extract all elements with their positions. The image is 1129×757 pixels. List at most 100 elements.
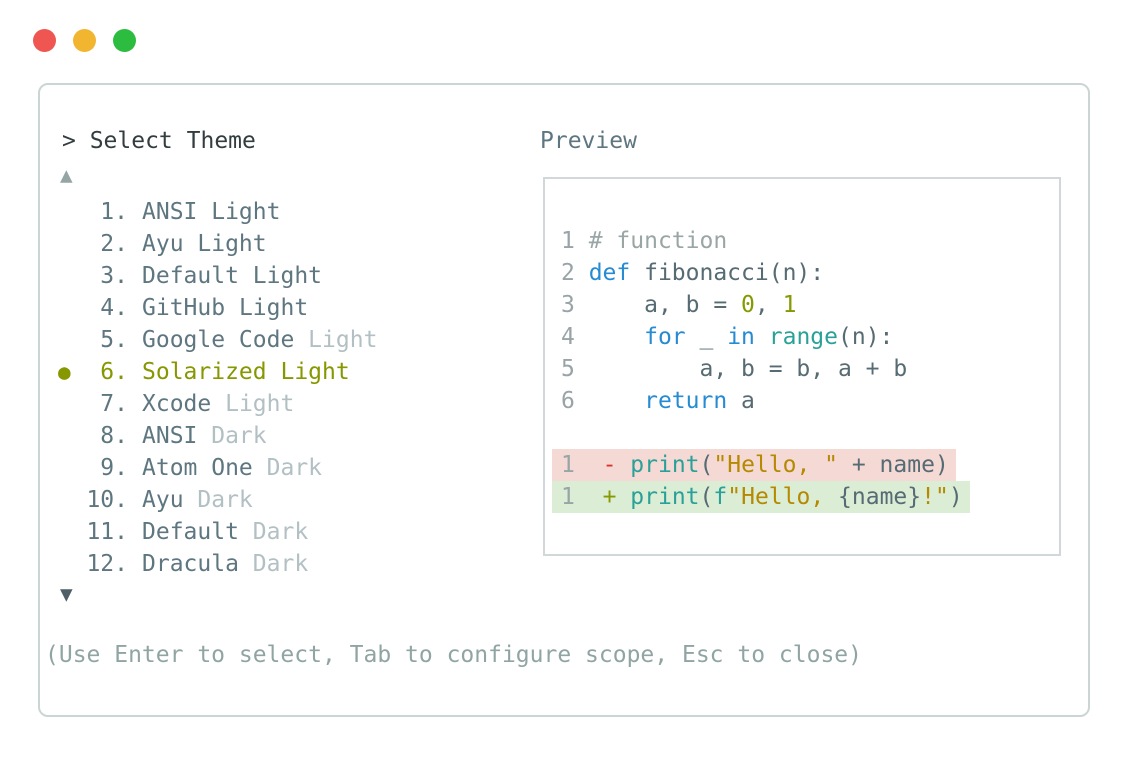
code-token-default (616, 452, 630, 478)
code-token-number: 1 (782, 292, 797, 318)
code-token-default (589, 388, 644, 414)
diff-line-removed: 1 - print("Hello, " + name) (552, 449, 956, 481)
code-token-default: (n): (838, 324, 894, 350)
code-token-diff_removed: - (602, 452, 617, 478)
theme-item-variant: Dark (183, 487, 253, 513)
theme-item-ayu-light[interactable]: 2. Ayu Light (58, 228, 528, 260)
scroll-up-indicator[interactable]: ▲ (60, 163, 73, 187)
theme-item-solarized-light[interactable]: ●6.Solarized Light (58, 356, 528, 388)
line-number: 3 (561, 292, 575, 318)
theme-item-ansi-light[interactable]: 1. ANSI Light (58, 196, 528, 228)
code-line: 6 return a (561, 385, 970, 417)
code-line: 2 def fibonacci(n): (561, 257, 970, 289)
code-token-function: f (713, 484, 728, 510)
line-number: 5 (561, 356, 575, 382)
theme-item-default-light[interactable]: 3. Default Light (58, 260, 528, 292)
picker-prompt: > Select Theme (62, 128, 256, 154)
zoom-button[interactable] (113, 29, 136, 52)
theme-item-variant: Light (238, 263, 323, 289)
code-line: 1 # function (561, 225, 970, 257)
selected-bullet-icon (58, 388, 84, 420)
code-token-default: ( (699, 484, 714, 510)
theme-item-label: ANSI Light (142, 199, 281, 225)
code-token-keyword: for (644, 324, 686, 350)
code-token-keyword: return (644, 388, 728, 414)
theme-item-ayu-dark[interactable]: 10.Ayu Dark (58, 484, 528, 516)
theme-item-variant: Light (197, 199, 281, 225)
footer-hint: (Use Enter to select, Tab to configure s… (45, 642, 862, 668)
theme-list: 1. ANSI Light 2. Ayu Light 3. Default Light 4.… (58, 196, 528, 580)
code-token-function: print (630, 484, 700, 510)
theme-item-label: Xcode Light (142, 391, 295, 417)
theme-item-variant: Dark (197, 423, 267, 449)
theme-item-label: Solarized Light (142, 359, 350, 385)
theme-item-github-light[interactable]: 4. GitHub Light (58, 292, 528, 324)
selected-bullet-icon (58, 228, 84, 260)
code-token-default: + name) (838, 452, 949, 478)
code-token-default: , (754, 292, 783, 318)
code-token-comment: # function (588, 228, 728, 254)
selected-bullet-icon (58, 516, 84, 548)
theme-item-google-code-light[interactable]: 5. Google Code Light (58, 324, 528, 356)
theme-item-number: 12. (86, 551, 128, 577)
theme-item-label: Ayu Light (142, 231, 267, 257)
theme-item-variant: Light (183, 231, 267, 257)
code-token-number: 0 (741, 292, 755, 318)
theme-item-label: Google Code Light (142, 327, 378, 353)
theme-item-variant: Light (266, 359, 350, 385)
theme-item-number: 1. (100, 199, 128, 225)
selected-bullet-icon (58, 324, 84, 356)
theme-item-default-dark[interactable]: 11. Default Dark (58, 516, 528, 548)
selected-bullet-icon (58, 420, 84, 452)
theme-item-dracula-dark[interactable]: 12.Dracula Dark (58, 548, 528, 580)
line-number: 1 (561, 484, 575, 510)
code-token-default (616, 484, 630, 510)
line-number: 1 (561, 228, 575, 254)
minimize-button[interactable] (73, 29, 96, 52)
code-token-function: range (768, 324, 838, 350)
code-token-default: {name} (838, 484, 922, 510)
code-token-string: !" (921, 484, 949, 510)
code-token-default: _ (685, 324, 728, 350)
code-token-default: a (727, 388, 755, 414)
selected-bullet-icon (58, 292, 84, 324)
code-token-default (589, 452, 603, 478)
theme-item-number: 7. (100, 391, 128, 417)
code-token-keyword: def (588, 260, 631, 286)
selected-bullet-icon (58, 548, 84, 580)
close-button[interactable] (33, 29, 56, 52)
theme-item-number: 11. (86, 519, 128, 545)
code-token-string: "Hello, (727, 484, 839, 510)
theme-item-variant: Light (294, 327, 378, 353)
theme-item-label: Default Light (142, 263, 323, 289)
line-number: 6 (561, 388, 575, 414)
selected-bullet-icon: ● (58, 360, 71, 384)
selected-bullet-icon (58, 260, 84, 292)
code-token-keyword: in (727, 324, 755, 350)
theme-item-number: 2. (100, 231, 128, 257)
theme-item-label: GitHub Light (142, 295, 309, 321)
code-token-function: print (630, 452, 700, 478)
code-token-default: a, b = (588, 292, 742, 318)
theme-item-number: 9. (100, 455, 128, 481)
code-line: 3 a, b = 0, 1 (561, 289, 970, 321)
theme-item-xcode-light[interactable]: 7. Xcode Light (58, 388, 528, 420)
line-number: 1 (561, 452, 575, 478)
theme-item-number: 5. (100, 327, 128, 353)
theme-item-number: 8. (100, 423, 128, 449)
theme-item-atom-one-dark[interactable]: 9.Atom One Dark (58, 452, 528, 484)
theme-item-ansi-dark[interactable]: 8. ANSI Dark (58, 420, 528, 452)
theme-item-variant: Dark (252, 455, 323, 481)
theme-item-label: Default Dark (142, 519, 309, 545)
theme-item-label: ANSI Dark (142, 423, 267, 449)
code-line (561, 417, 970, 449)
theme-item-number: 3. (100, 263, 128, 289)
selected-bullet-icon (58, 196, 84, 228)
code-token-default: ( (699, 452, 714, 478)
code-token-default (755, 324, 769, 350)
scroll-down-indicator[interactable]: ▼ (60, 582, 73, 606)
theme-item-number: 4. (100, 295, 128, 321)
